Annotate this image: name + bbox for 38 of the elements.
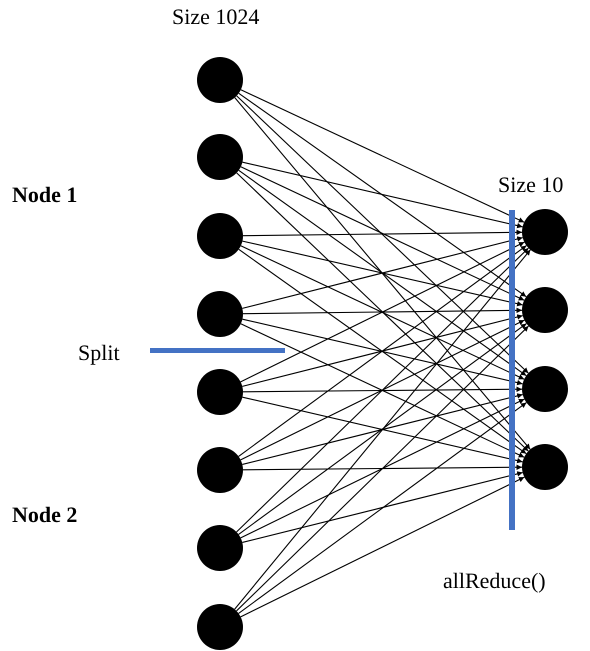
layer-size-label: Size 1024 bbox=[172, 4, 260, 30]
function-label: allReduce() bbox=[443, 568, 546, 594]
neuron-circle bbox=[522, 287, 568, 333]
connection-arrow bbox=[234, 249, 531, 610]
neuron-circle bbox=[197, 134, 243, 180]
neuron-circle bbox=[197, 525, 243, 571]
connection-arrow bbox=[243, 386, 522, 392]
neuron-circle bbox=[197, 291, 243, 337]
neuron-circle bbox=[197, 213, 243, 259]
connection-arrow bbox=[238, 170, 527, 376]
layer-size-label: Size 10 bbox=[498, 172, 564, 198]
connection-arrow bbox=[236, 248, 529, 532]
node-group-label: Node 1 bbox=[12, 182, 78, 208]
connection-arrow bbox=[242, 162, 523, 228]
neuron-circle bbox=[522, 209, 568, 255]
neuron-circle bbox=[197, 369, 243, 415]
node-group-label: Node 2 bbox=[12, 502, 78, 528]
connection-arrow bbox=[238, 92, 527, 298]
connection-arrow bbox=[240, 166, 524, 301]
connection-arrow bbox=[240, 89, 524, 223]
connection-arrow bbox=[236, 95, 529, 374]
connection-arrow bbox=[243, 464, 522, 470]
split-label: Split bbox=[78, 340, 120, 366]
neuron-circle bbox=[522, 444, 568, 490]
neuron-circle bbox=[522, 366, 568, 412]
connection-arrow bbox=[238, 323, 527, 535]
connection-arrow bbox=[236, 172, 529, 452]
connection-arrow bbox=[243, 308, 522, 314]
connection-arrow bbox=[242, 471, 523, 543]
connection-arrow bbox=[238, 402, 527, 614]
neuron-circle bbox=[197, 447, 243, 493]
connection-arrow bbox=[240, 476, 525, 618]
connection-arrow bbox=[243, 230, 522, 236]
connection-arrow bbox=[240, 398, 525, 538]
connection-arrow bbox=[236, 326, 529, 612]
connection-arrow bbox=[234, 97, 531, 450]
neuron-circle bbox=[197, 57, 243, 103]
neuron-circle bbox=[197, 604, 243, 650]
